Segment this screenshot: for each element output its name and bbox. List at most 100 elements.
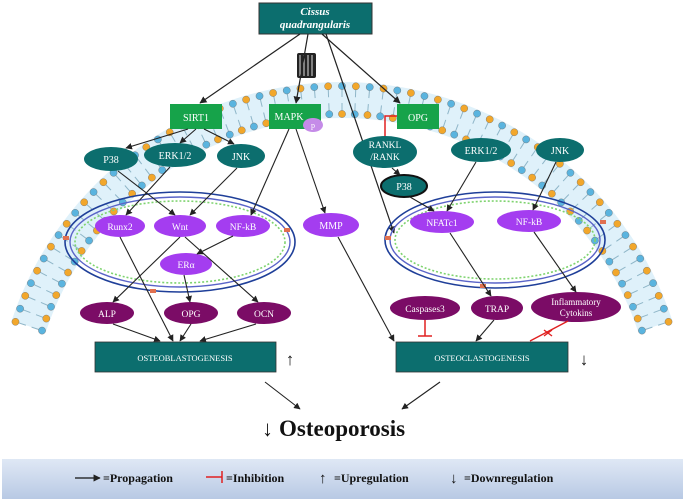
lipid-head <box>485 115 494 124</box>
lipid-head <box>62 219 71 228</box>
lipid-head <box>27 279 35 287</box>
lipid-head <box>605 257 614 266</box>
mmp-node: MMP <box>303 213 359 237</box>
lipid-head <box>649 279 657 287</box>
lipid-head <box>16 304 24 313</box>
lipid-head <box>583 226 591 235</box>
lipid-head <box>363 111 372 119</box>
lipid-head <box>528 173 536 182</box>
source-label-line2: quadrangularis <box>280 19 350 31</box>
caspase-inhibition <box>418 320 432 337</box>
lipid-head <box>498 121 506 130</box>
inflammatory-label-line2: Cytokins <box>560 308 593 318</box>
lipid-head <box>612 268 620 277</box>
up-arrow-icon: ↑ <box>286 350 295 369</box>
lipid-head <box>229 99 237 108</box>
left-gene-products: ALP OPG OCN <box>80 302 291 324</box>
lipid-head <box>242 95 250 104</box>
left-tf-nodes: Runx2 Wnt NF-kB ERα <box>95 215 270 275</box>
lipid-head <box>450 130 459 139</box>
lipid-head <box>638 326 646 335</box>
lipid-head <box>660 304 668 313</box>
lipid-head <box>202 140 211 149</box>
mmp-label: MMP <box>319 221 343 232</box>
lipid-head <box>89 188 98 196</box>
lipid-head <box>148 173 156 182</box>
lipid-head <box>664 317 673 326</box>
source-label-line1: Cissus <box>300 6 329 18</box>
lipid-head <box>21 292 30 300</box>
lipid-head <box>42 314 51 323</box>
lipid-head <box>522 135 530 144</box>
lipid-head <box>393 86 402 95</box>
lipid-head <box>99 178 108 187</box>
lipid-head <box>596 198 604 207</box>
trap-label: TRAP <box>485 305 509 315</box>
cytokine-inhibition <box>529 320 569 342</box>
lipid-head <box>47 302 55 311</box>
lipid-head <box>33 266 41 275</box>
lipid-head <box>52 291 61 299</box>
lipid-head <box>618 279 626 288</box>
right-p38-label: P38 <box>396 182 412 193</box>
lipid-head <box>365 83 374 91</box>
rankl-label-line2: /RANK <box>370 153 400 163</box>
sirt1-node: SIRT1 <box>170 104 222 129</box>
lipid-head <box>434 95 442 104</box>
source-arrows <box>199 33 401 234</box>
lipid-head <box>566 169 575 177</box>
sirt1-label: SIRT1 <box>183 113 209 124</box>
osteoblastogenesis-box: OSTEOBLASTOGENESIS ↑ <box>94 341 295 373</box>
lipid-head <box>407 89 415 97</box>
osteoblastogenesis-label: OSTEOBLASTOGENESIS <box>137 353 233 363</box>
osteoclastogenesis-label: OSTEOCLASTOGENESIS <box>434 353 530 363</box>
down-arrow-icon: ↓ <box>580 350 589 369</box>
right-jnk-label: JNK <box>551 146 570 157</box>
rankl-label-line1: RANKL <box>369 141 402 151</box>
right-erk-label: ERK1/2 <box>465 146 498 157</box>
legend-upregulation: =Upregulation <box>334 471 409 485</box>
mapk-node: MAPK p <box>269 104 323 132</box>
lipid-head <box>324 82 332 91</box>
lipid-head <box>158 166 167 174</box>
lipid-head <box>507 159 515 167</box>
caspases-label: Caspases3 <box>405 305 445 315</box>
osteoclastogenesis-box: OSTEOCLASTOGENESIS ↓ <box>395 341 589 373</box>
lipid-head <box>11 317 20 326</box>
lipid-head <box>654 292 663 300</box>
lipid-head <box>420 92 429 100</box>
lipid-head <box>517 166 526 174</box>
lipid-head <box>576 178 585 187</box>
nfatc1-label: NFATc1 <box>426 219 458 229</box>
er-alpha-label: ERα <box>177 261 194 271</box>
lipid-head <box>613 219 622 228</box>
lipid-head <box>282 86 291 95</box>
source-box: Cissus quadrangularis <box>258 2 373 35</box>
lipid-head <box>255 92 264 100</box>
opg-product-label: OPG <box>181 310 200 320</box>
lipid-head <box>338 110 346 118</box>
right-tf-nodes: NFATc1 NF-kB <box>410 210 561 233</box>
lipid-head <box>325 110 334 119</box>
runx2-label: Runx2 <box>107 223 133 233</box>
pathway-arrows <box>112 128 577 410</box>
mapk-label: MAPK <box>275 112 305 123</box>
left-nfkb-label: NF-kB <box>230 223 256 233</box>
legend-up-arrow-icon: ↑ <box>319 471 327 487</box>
right-nfkb-label: NF-kB <box>516 218 542 228</box>
osteoporosis-outcome: ↓ Osteoporosis <box>262 416 405 441</box>
left-nucleus <box>63 191 296 293</box>
lipid-head <box>352 82 360 91</box>
lipid-head <box>38 326 46 335</box>
osteoporosis-label: Osteoporosis <box>279 416 405 441</box>
osteoporosis-down-arrow-icon: ↓ <box>262 416 273 441</box>
lipid-head <box>643 266 651 275</box>
lipid-head <box>77 247 86 255</box>
right-kinases: RANKL /RANK P38 ERK1/2 JNK <box>353 136 584 198</box>
lipid-head <box>39 254 48 263</box>
legend-propagation: =Propagation <box>103 471 173 485</box>
left-jnk-label: JNK <box>232 152 251 163</box>
receptor-channel-icon <box>297 53 316 78</box>
lipid-head <box>64 268 72 277</box>
